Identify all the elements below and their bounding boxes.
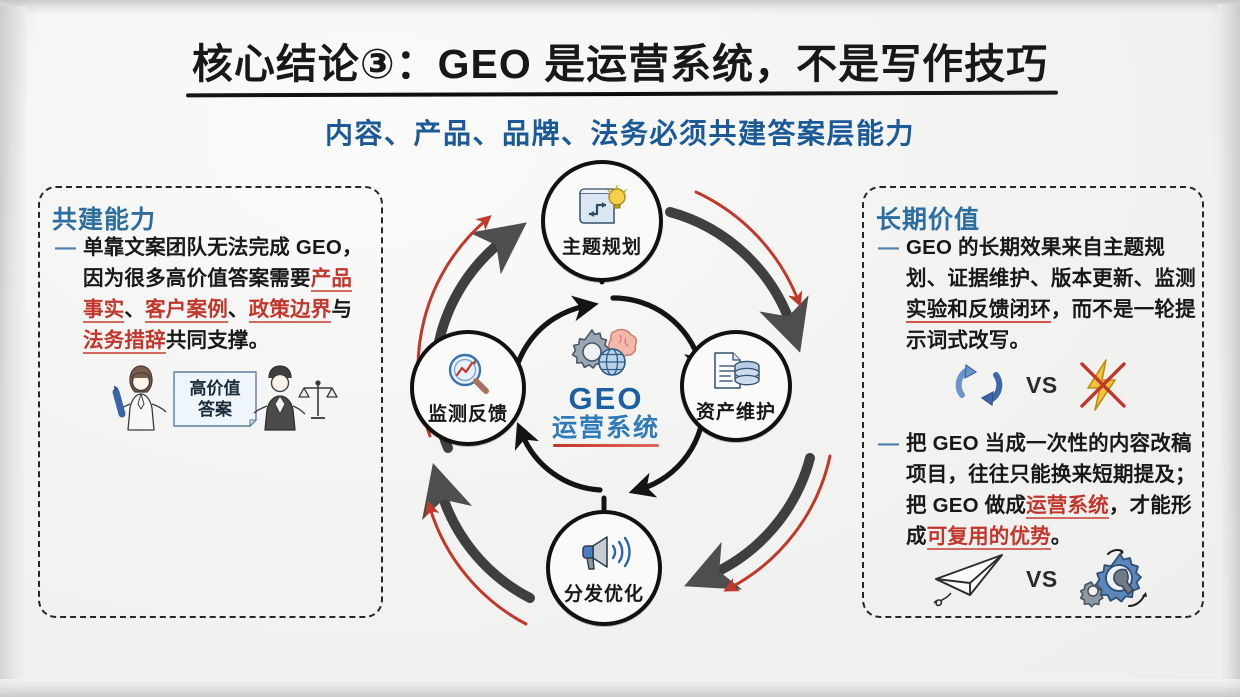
cycle-node-topic-planning[interactable]: 主题规划 xyxy=(541,160,663,282)
right-panel-bullet-1: — GEO 的长期效果来自主题规划、证据维护、版本更新、监测实验和反馈闭环，而不… xyxy=(878,232,1198,356)
page-subtitle: 内容、产品、品牌、法务必须共建答案层能力 xyxy=(324,118,915,149)
left-panel xyxy=(38,186,383,618)
cycle-arrows-icon xyxy=(955,363,1003,407)
man-with-scales-icon xyxy=(253,365,338,431)
cycle-node-label: 主题规划 xyxy=(561,236,642,258)
text-segment: 客户案例 xyxy=(145,298,228,323)
comparison-row-1: VS xyxy=(948,356,1132,414)
vs-label: VS xyxy=(1026,371,1058,398)
cycle-node-distribution-optimization[interactable]: 分发优化 xyxy=(546,510,662,626)
text-segment: 可复用的优势 xyxy=(926,525,1051,550)
hub-title-line-2: 运营系统 xyxy=(551,414,660,442)
woman-with-pen-icon xyxy=(112,365,167,431)
text-segment: GEO 的长期效果来自主题规划、证据维护、版本更新、监测 xyxy=(906,236,1196,290)
text-segment: ，而不是一轮提示词式改写。 xyxy=(906,298,1196,352)
flow-distribution-to-feedback xyxy=(422,462,535,603)
megaphone-icon xyxy=(582,535,631,570)
text-segment: 、 xyxy=(124,298,146,321)
collaboration-illustration: 高价值 答案 xyxy=(112,365,338,431)
database-cylinder xyxy=(734,360,760,385)
bullet-dash: — xyxy=(878,432,899,455)
globe xyxy=(598,348,626,376)
title-underline-rule xyxy=(185,90,1059,98)
right-panel xyxy=(862,186,1204,618)
vs-label: VS xyxy=(1026,565,1058,592)
text-segment: 与 xyxy=(331,298,353,321)
right-panel-bullet-2: — 把 GEO 当成一次性的内容改稿项目，往往只能换来短期提及；把 GEO 做成… xyxy=(878,428,1200,552)
text-segment: 运营系统 xyxy=(1026,494,1109,519)
text-segment: 实验和反馈闭环 xyxy=(906,298,1051,323)
text-segment: 。 xyxy=(1050,525,1072,548)
text-segment: 单靠文案团队无法完成 GEO，因为很多高价值答案需要 xyxy=(83,236,363,290)
paper-edge-top xyxy=(0,0,1240,14)
bullet-text: GEO 的长期效果来自主题规划、证据维护、版本更新、监测实验和反馈闭环，而不是一… xyxy=(906,232,1198,356)
comparison-row-2: VS xyxy=(930,548,1152,610)
hub-underline xyxy=(553,444,659,447)
paper-edge-left xyxy=(0,6,26,690)
left-panel-bullet: — 单靠文案团队无法完成 GEO，因为很多高价值答案需要产品事实、客户案例、政策… xyxy=(55,232,367,356)
text-segment: 把 GEO 当成一次性的内容改稿项目，往往只能换来短期提及；把 GEO 做成 xyxy=(906,432,1196,517)
gears-wrench-icon xyxy=(1079,549,1147,608)
card-line-2: 答案 xyxy=(198,399,233,419)
cycle-node-label: 分发优化 xyxy=(563,583,644,605)
wrench xyxy=(1112,568,1134,595)
cycle-node-label: 资产维护 xyxy=(695,401,776,423)
magnifier-trend-icon xyxy=(448,353,489,394)
left-panel-heading: 共建能力 xyxy=(52,206,157,234)
cycle-node-layer: 主题规划 资产维护 xyxy=(378,158,878,658)
cycle-hub: GEO 运营系统 xyxy=(518,326,694,454)
cycle-node-label: 监测反馈 xyxy=(427,403,508,425)
bullet-dash: — xyxy=(878,236,899,259)
page-title: 核心结论③：GEO 是运营系统，不是写作技巧 xyxy=(191,41,1049,87)
cycle-node-monitoring-feedback[interactable]: 监测反馈 xyxy=(410,330,526,446)
cycle-node-asset-maintenance[interactable]: 资产维护 xyxy=(680,330,792,442)
text-segment: 政策边界 xyxy=(248,298,332,323)
high-value-answer-card: 高价值 答案 xyxy=(173,371,258,428)
text-segment: ，才能形成 xyxy=(906,494,1192,548)
bullet-text: 单靠文案团队无法完成 GEO，因为很多高价值答案需要产品事实、客户案例、政策边界… xyxy=(83,232,367,356)
bullet-text: 把 GEO 当成一次性的内容改稿项目，往往只能换来短期提及；把 GEO 做成运营… xyxy=(906,428,1200,552)
crossed-lightning-icon xyxy=(1079,359,1126,411)
flow-asset-to-distribution xyxy=(684,453,815,590)
hub-title-line-1: GEO xyxy=(568,381,644,416)
paper-plane-icon xyxy=(933,554,1003,607)
text-segment: 产品事实 xyxy=(83,267,353,323)
flow-planning-to-asset xyxy=(665,207,809,353)
text-segment: 、 xyxy=(227,298,249,321)
paper-edge-right xyxy=(1218,4,1240,694)
bullet-dash: — xyxy=(55,236,76,259)
paper-edge-bottom xyxy=(0,679,1240,697)
card-line-1: 高价值 xyxy=(190,378,241,398)
blueprint-lightbulb-icon xyxy=(579,184,627,224)
gear-brain-globe-icon xyxy=(571,328,638,376)
text-segment: 共同支撑。 xyxy=(165,329,270,352)
small-gear xyxy=(1079,581,1104,608)
text-segment: 法务措辞 xyxy=(83,329,166,354)
document-database-icon xyxy=(714,351,760,389)
right-panel-heading: 长期价值 xyxy=(876,206,981,234)
